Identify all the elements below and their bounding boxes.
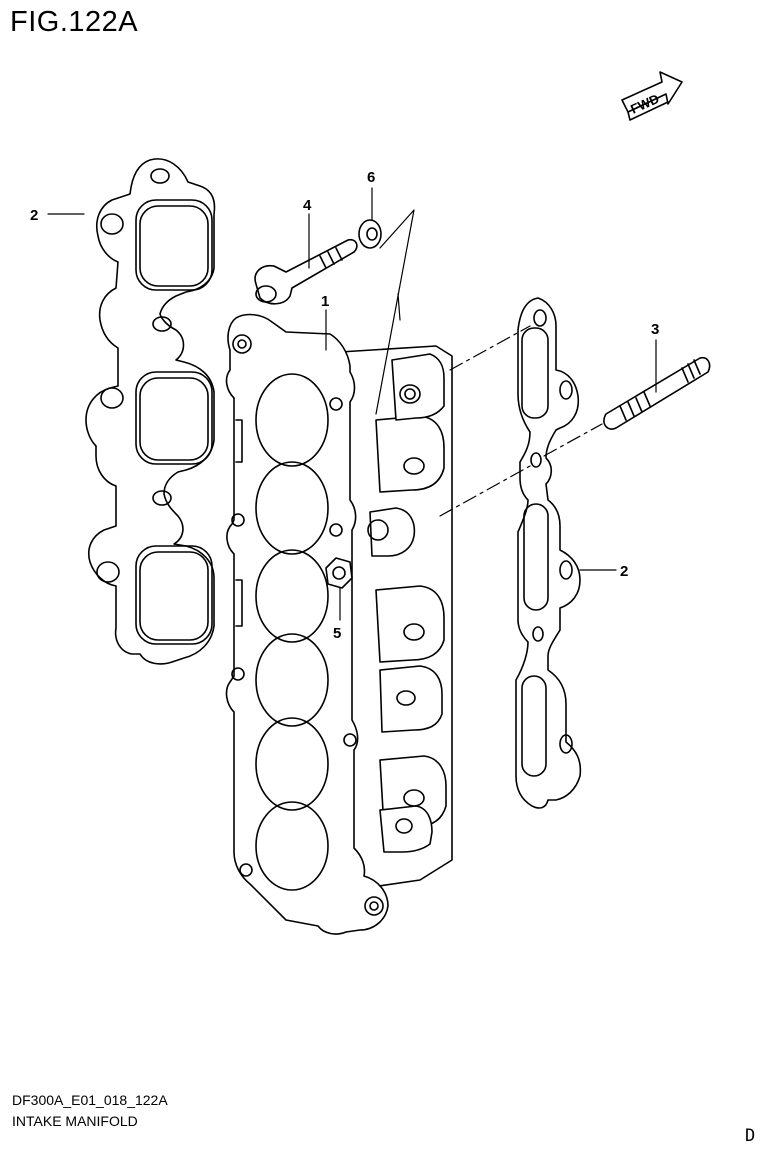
figure-code: DF300A_E01_018_122A — [12, 1092, 168, 1108]
corner-letter: D — [745, 1126, 756, 1146]
stud — [603, 356, 711, 430]
gasket-right — [515, 297, 582, 809]
washer — [358, 219, 382, 249]
figure-title: FIG.122A — [10, 6, 139, 38]
gasket-left — [85, 158, 216, 665]
callout-6: 6 — [367, 169, 375, 186]
intake-manifold — [225, 313, 453, 935]
callout-2-left: 2 — [30, 207, 38, 224]
bolt — [254, 238, 358, 305]
callout-1: 1 — [321, 293, 329, 310]
leader-lines — [47, 187, 657, 621]
figure-name: INTAKE MANIFOLD — [12, 1113, 138, 1129]
callout-4: 4 — [303, 197, 312, 214]
callout-2-right: 2 — [620, 563, 628, 580]
nut — [325, 557, 353, 589]
callout-3: 3 — [651, 321, 659, 338]
callout-5: 5 — [333, 625, 341, 642]
fwd-arrow-icon: FWD — [621, 71, 683, 121]
